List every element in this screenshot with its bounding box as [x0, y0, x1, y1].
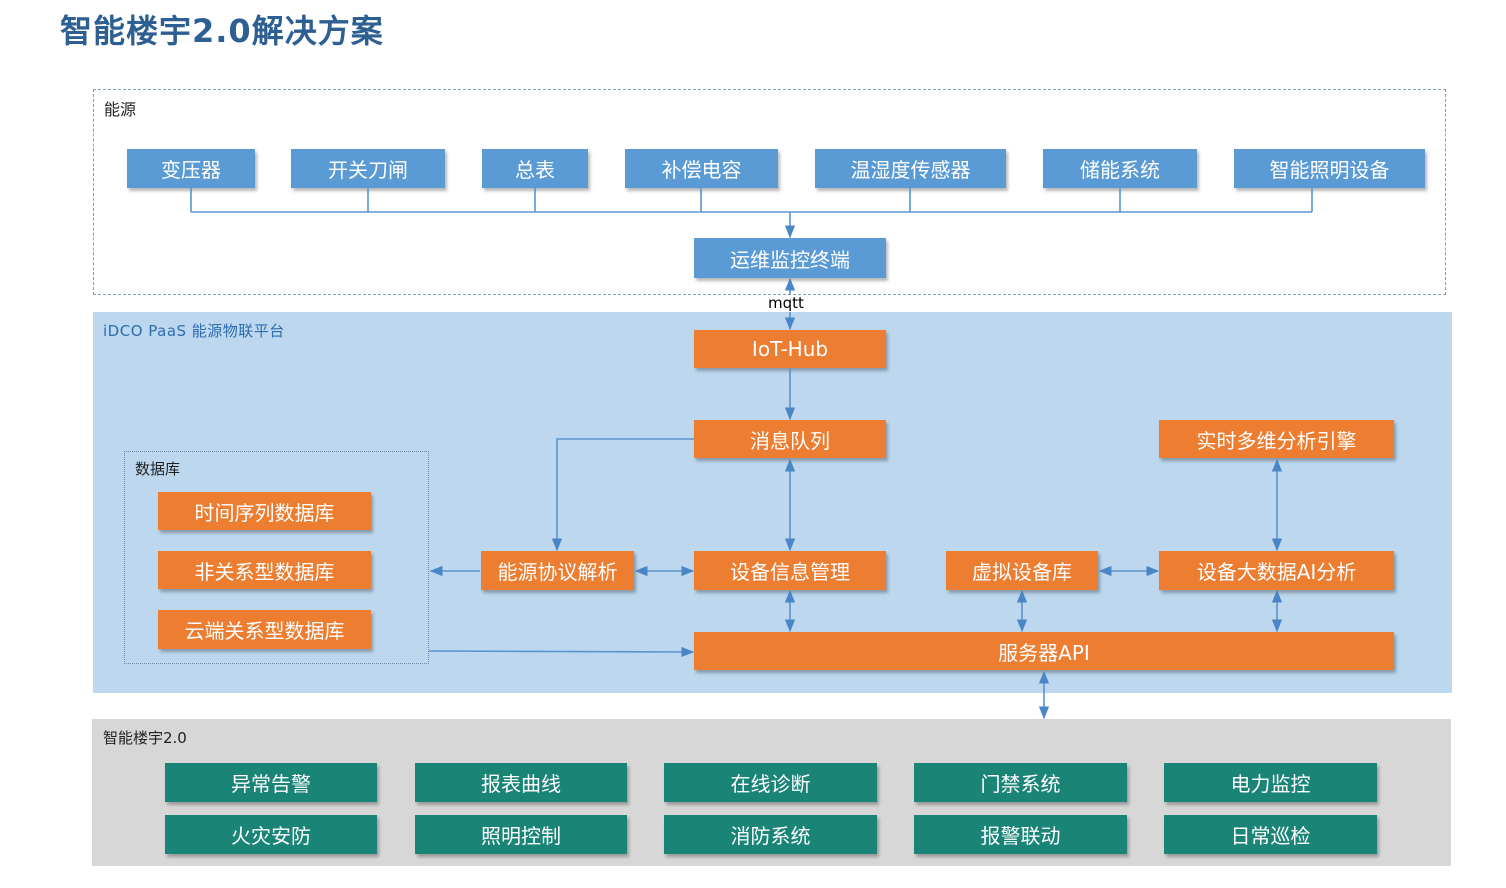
device-bigdata-ai: 设备大数据AI分析	[1159, 551, 1394, 590]
page-title: 智能楼宇2.0解决方案	[60, 12, 384, 50]
db-cloud-relational: 云端关系型数据库	[158, 610, 371, 649]
arrow-db-to-api	[428, 646, 695, 658]
app-daily-inspection: 日常巡检	[1164, 815, 1377, 854]
app-power-monitor: 电力监控	[1164, 763, 1377, 802]
app-firefighting-system: 消防系统	[664, 815, 877, 854]
message-queue: 消息队列	[694, 420, 886, 458]
mqtt-label: mqtt	[768, 294, 804, 312]
iot-hub: IoT-Hub	[694, 330, 886, 368]
arrow-queue-to-parser	[551, 438, 694, 552]
platform-section-label: iDCO PaaS 能源物联平台	[103, 322, 285, 340]
server-api: 服务器API	[694, 632, 1394, 670]
app-report-curve: 报表曲线	[415, 763, 627, 802]
app-abnormal-alarm: 异常告警	[165, 763, 377, 802]
app-online-diagnosis: 在线诊断	[664, 763, 877, 802]
protocol-parser: 能源协议解析	[481, 551, 634, 590]
app-fire-security: 火灾安防	[165, 815, 377, 854]
database-group-label: 数据库	[135, 460, 181, 478]
device-transformer: 变压器	[127, 149, 255, 188]
device-main-meter: 总表	[482, 149, 588, 188]
device-smart-lighting: 智能照明设备	[1234, 149, 1425, 188]
db-timeseries: 时间序列数据库	[158, 492, 371, 530]
ops-monitor-terminal: 运维监控终端	[694, 238, 886, 278]
app-alarm-linkage: 报警联动	[914, 815, 1127, 854]
device-switch: 开关刀闸	[291, 149, 445, 188]
virtual-device-library: 虚拟设备库	[946, 551, 1098, 590]
energy-section-label: 能源	[104, 100, 137, 119]
device-capacitor: 补偿电容	[625, 149, 778, 188]
app-lighting-control: 照明控制	[415, 815, 627, 854]
realtime-analysis-engine: 实时多维分析引擎	[1159, 420, 1394, 458]
device-info-management: 设备信息管理	[694, 551, 886, 590]
device-energy-storage: 储能系统	[1043, 149, 1197, 188]
smart-building-label: 智能楼宇2.0	[103, 729, 187, 747]
db-nosql: 非关系型数据库	[158, 551, 371, 589]
device-th-sensor: 温湿度传感器	[815, 149, 1006, 188]
database-group: 数据库	[124, 451, 429, 664]
app-access-control: 门禁系统	[914, 763, 1127, 802]
